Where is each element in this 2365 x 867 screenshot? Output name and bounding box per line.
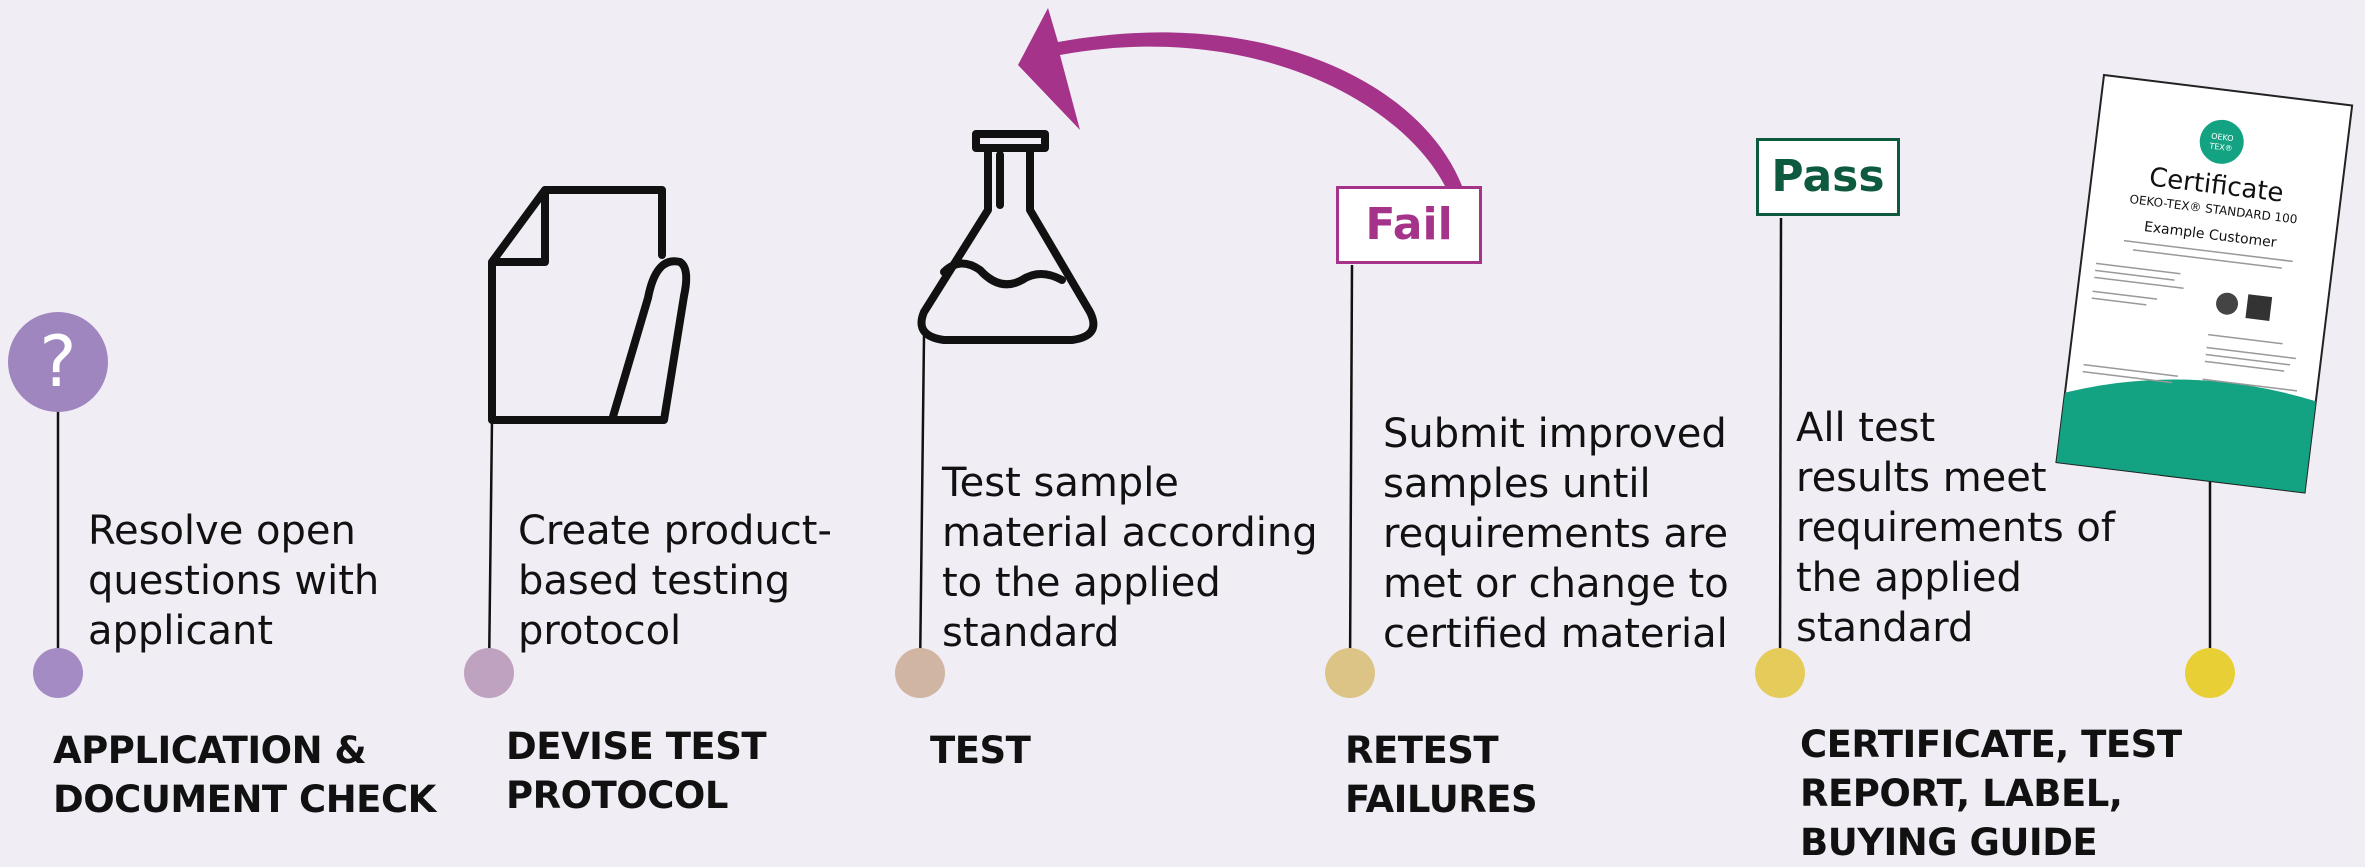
step-label: CERTIFICATE, TEST REPORT, LABEL, BUYING … [1800,723,2182,864]
step-label: APPLICATION & DOCUMENT CHECK [53,729,436,821]
certificate-seal [2216,292,2239,315]
certificate-logo-text: TEX® [2208,141,2233,153]
step-label: TEST [930,729,1031,772]
retest-arrow [1018,8,1462,186]
timeline-node [895,648,945,698]
connector-line [1348,264,1354,674]
fail-box: Fail [1336,186,1482,264]
timeline-node [464,648,514,698]
connector-line [918,335,926,674]
flask-icon [917,130,1098,344]
step-description: All test results meet requirements of th… [1796,405,2115,651]
step-description: Submit improved samples until requiremen… [1383,411,1729,657]
fail-label: Fail [1365,199,1453,250]
pass-box: Pass [1756,138,1900,216]
pass-label: Pass [1771,151,1885,202]
certificate-document: OEKO TEX® Certificate OEKO-TEX® STANDARD… [2055,73,2354,494]
question-mark-glyph: ? [39,321,76,403]
qr-code [2245,294,2273,321]
oeko-tex-logo [2199,119,2244,164]
timeline-node [1755,648,1805,698]
timeline-node [2185,648,2235,698]
timeline-node [33,648,83,698]
document-pen-icon [488,186,691,424]
connector-line [487,419,494,674]
step-label: RETEST FAILURES [1345,729,1538,821]
step-description: Create product- based testing protocol [518,508,832,654]
connector-line [1778,217,1783,674]
question-mark-icon: ? [8,312,108,412]
step-label: DEVISE TEST PROTOCOL [506,725,767,817]
certificate-logo-text: OEKO [2211,132,2234,144]
step-description: Resolve open questions with applicant [88,508,380,654]
timeline-node [1325,648,1375,698]
step-description: Test sample material according to the ap… [942,460,1318,656]
